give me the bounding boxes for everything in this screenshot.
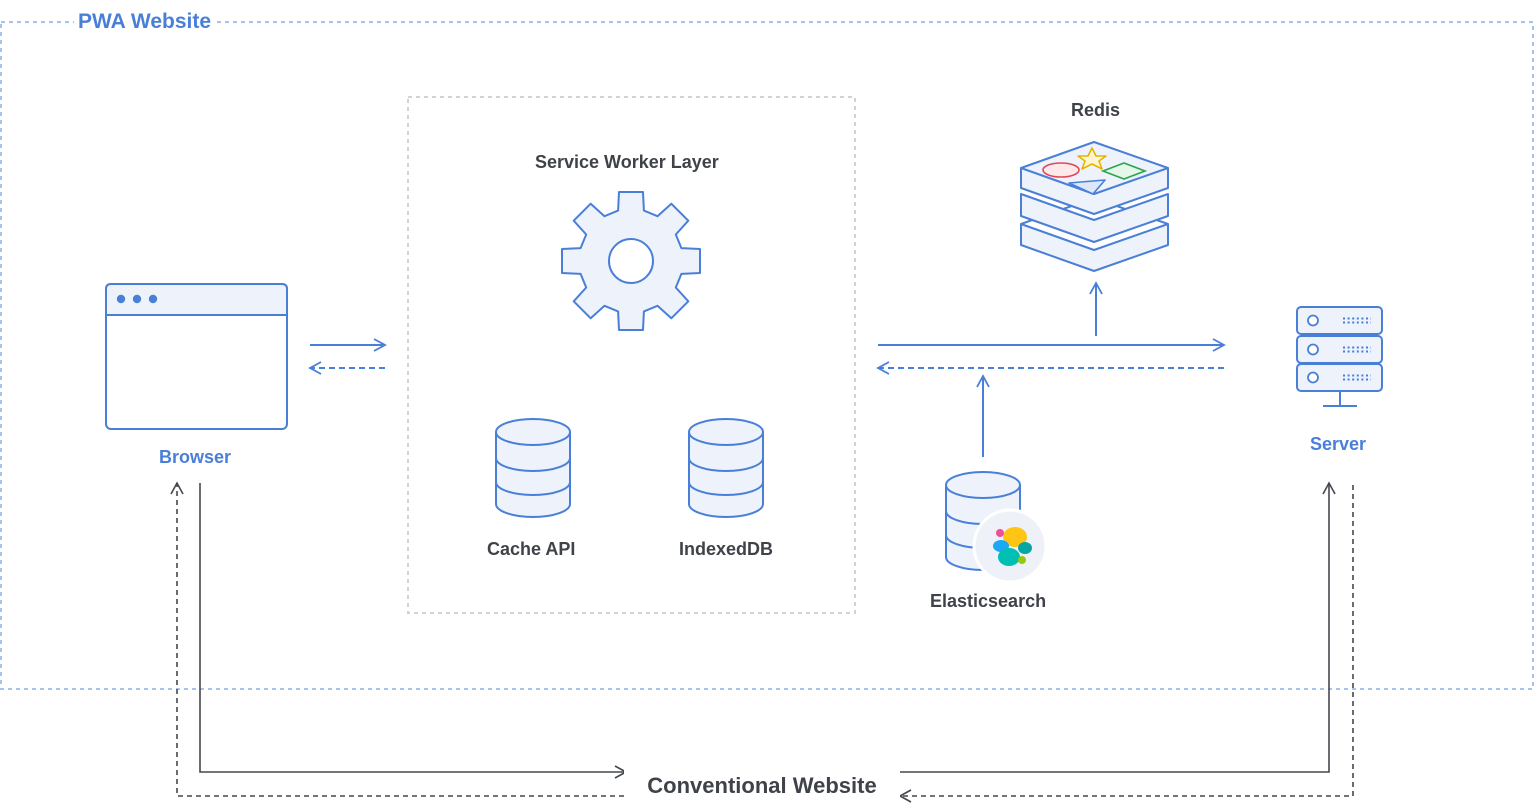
server-label: Server — [1310, 434, 1367, 454]
red-oval-shape — [1042, 162, 1080, 178]
browser-label: Browser — [159, 447, 232, 467]
conventional-to-server-line — [900, 481, 1336, 773]
cache-api-database-icon — [495, 418, 571, 518]
server-rack-icon — [1296, 306, 1383, 407]
redis-stack-icon — [1020, 141, 1169, 272]
server-to-conventional-line — [898, 485, 1354, 803]
redis-label: Redis — [1071, 100, 1121, 120]
conventional-to-browser-line — [170, 481, 624, 797]
pwa-group-title: PWA Website — [74, 10, 216, 34]
indexeddb-database-icon — [688, 418, 764, 518]
blue-triangle-shape — [1068, 179, 1106, 195]
conventional-group-title: Conventional Website — [624, 766, 900, 810]
cache-api-label: Cache API — [487, 539, 576, 559]
service-worker-label: Service Worker Layer — [535, 152, 719, 172]
elasticsearch-logo-icon — [972, 508, 1048, 584]
elasticsearch-label: Elasticsearch — [930, 591, 1047, 611]
indexeddb-label: IndexedDB — [679, 539, 774, 559]
pwa-group-frame — [0, 21, 1534, 690]
service-worker-frame — [407, 96, 856, 614]
green-diamond-shape — [1100, 162, 1148, 180]
gear-icon — [561, 191, 701, 331]
browser-to-conventional-line — [199, 483, 628, 779]
browser-window-icon — [105, 283, 288, 430]
yellow-star-shape — [1077, 147, 1107, 170]
